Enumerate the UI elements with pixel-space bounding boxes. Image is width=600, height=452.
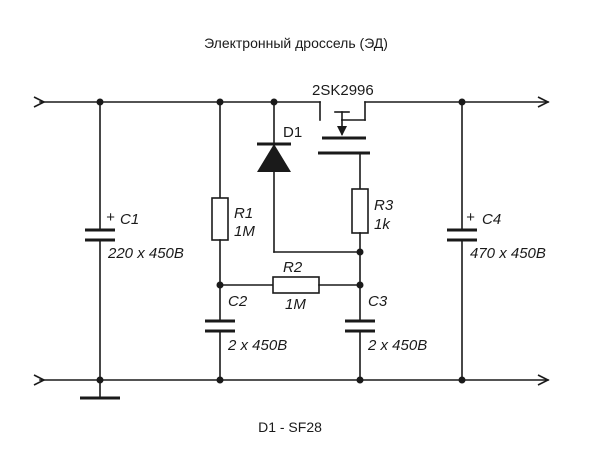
junction-dot — [458, 98, 466, 106]
resistor-r1: R1 1M — [211, 101, 255, 286]
footer-note: D1 - SF28 — [258, 419, 322, 435]
capacitor-c1: + C1 220 x 450B — [85, 101, 184, 381]
junction-dot — [458, 376, 466, 384]
junction-dot — [96, 376, 104, 384]
c4-value: 470 x 450B — [470, 245, 546, 262]
diode-d1: D1 — [257, 101, 361, 253]
capacitor-c3: C3 2 x 450B — [345, 284, 427, 381]
resistor-r2: R2 1M — [219, 259, 361, 313]
output-arrow-top — [537, 96, 550, 108]
d1-label: D1 — [283, 124, 302, 141]
schematic-title: Электронный дроссель (ЭД) — [204, 35, 388, 51]
r2-name: R2 — [283, 259, 303, 276]
junction-dot — [216, 98, 224, 106]
bottom-rail — [33, 374, 550, 386]
r1-name: R1 — [234, 205, 253, 222]
c2-name: C2 — [228, 293, 248, 310]
junction-dot — [356, 248, 364, 256]
r1-value: 1M — [234, 223, 255, 240]
junction-dot — [96, 98, 104, 106]
input-arrow-bottom — [33, 374, 46, 386]
capacitor-c2: C2 2 x 450B — [205, 284, 287, 381]
transistor-label: 2SK2996 — [312, 82, 374, 99]
capacitor-c4: + C4 470 x 450B — [447, 101, 546, 381]
c1-plus: + — [106, 209, 115, 226]
c1-name: C1 — [120, 211, 139, 228]
junction-dot — [216, 281, 224, 289]
junction-dot — [356, 281, 364, 289]
junction-dot — [216, 376, 224, 384]
c2-value: 2 x 450B — [227, 337, 287, 354]
r3-value: 1k — [374, 216, 391, 233]
input-arrow-top — [33, 96, 46, 108]
junction-dots — [96, 98, 466, 384]
c1-value: 220 x 450B — [107, 245, 184, 262]
r3-name: R3 — [374, 197, 394, 214]
c3-name: C3 — [368, 293, 388, 310]
output-arrow-bottom — [537, 374, 550, 386]
c3-value: 2 x 450B — [367, 337, 427, 354]
c4-plus: + — [466, 209, 475, 226]
r2-value: 1M — [285, 296, 306, 313]
mosfet-arrow — [337, 126, 347, 136]
junction-dot — [356, 376, 364, 384]
junction-dot — [270, 98, 278, 106]
c4-name: C4 — [482, 211, 501, 228]
resistor-r3: R3 1k — [351, 188, 394, 286]
mosfet-2sk2996: 2SK2996 — [312, 82, 374, 190]
top-rail — [33, 96, 550, 108]
